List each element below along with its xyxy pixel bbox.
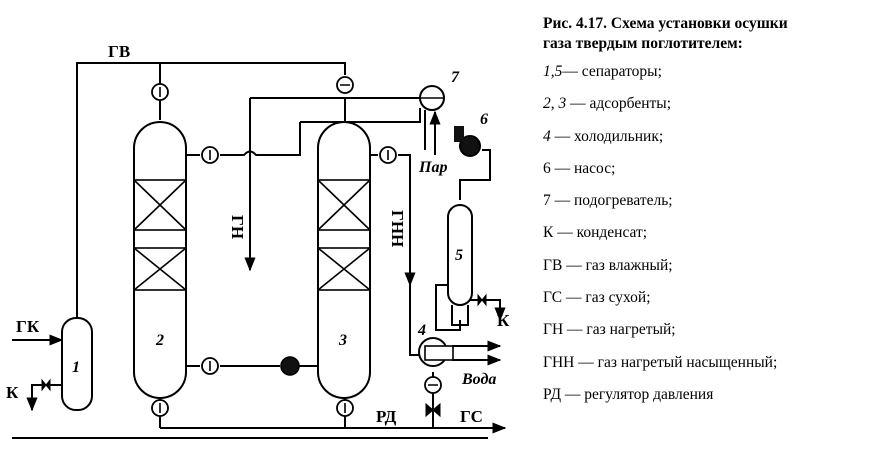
label-n5: 5 [455,247,463,264]
legend-key: ГН [543,321,564,339]
valve-rd-body [425,402,441,418]
adsorber-3 [317,121,371,399]
separator-5 [447,204,473,326]
label-n2: 2 [155,332,164,349]
legend-item: 1,5— сепараторы; [543,62,883,94]
adsorber-2 [133,121,187,399]
label-n6: 6 [480,111,488,128]
label-n1: 1 [72,359,80,376]
legend-text: конденсат; [572,224,648,242]
control-valves [41,293,487,418]
label-gnn: ГНН [388,210,407,247]
legend-key: 4 [543,127,551,145]
legend-item: 4 — холодильник; [543,127,883,159]
legend-key: ГС [543,289,563,307]
legend-item: ГС — газ сухой; [543,288,883,320]
legend-dash: — [566,95,586,113]
legend-key: ГВ [543,256,563,274]
legend-key: 6 [543,159,551,177]
label-par: Пар [418,159,447,176]
legend-dash: — [562,63,578,80]
legend-item: РД — регулятор давления [543,385,883,417]
legend-item: ГН — газ нагретый; [543,320,883,352]
figure-caption-line1: Рис. 4.17. Схема установки осушки [543,15,788,32]
heater-7 [419,85,445,111]
condensate-left [26,384,62,412]
legend-item: 6 — насос; [543,159,883,191]
legend-key: РД [543,385,562,403]
figure-caption-line2: газа твердым поглотителем: [543,35,743,52]
valve-k-left [41,378,51,392]
legend-dash: — [550,127,571,145]
label-n4: 4 [417,322,426,339]
legend-text: газ нагретый; [582,321,676,339]
legend-text: газ влажный; [581,256,673,274]
legend-item: 2, 3 — адсорбенты; [543,94,883,126]
legend-key: 1,5 [543,63,563,80]
transfer-pump [280,356,300,376]
heater-branch [300,108,421,123]
legend-key: К [543,224,554,242]
valves [151,76,442,417]
adsorber-bottom-pipes [159,398,346,428]
label-gs: ГС [460,407,483,426]
legend-item: ГНН — газ нагретый насыщенный; [543,353,883,385]
pump-6 [454,126,481,157]
label-n7: 7 [451,69,460,86]
legend-text: газ сухой; [581,289,651,307]
legend-text: газ нагретый насыщенный; [593,353,778,371]
legend-text: подогреватель; [570,192,673,210]
legend-text: насос; [570,159,616,177]
cooler-4 [418,337,454,367]
legend-text: регулятор давления [580,385,714,403]
legend-item: 7 — подогреватель; [543,191,883,223]
figure-legend: Рис. 4.17. Схема установки осушки газа т… [543,14,883,417]
legend-item: ГВ — газ влажный; [543,256,883,288]
link-line [186,122,301,156]
legend-dash: — [563,321,583,339]
sep5-top [459,149,491,200]
legend-text: сепараторы; [577,63,662,80]
label-gk: ГК [16,317,40,336]
label-k-right: К [497,311,510,330]
legend-key: ГНН [543,353,575,371]
label-gv: ГВ [108,42,130,61]
legend-dash: — [550,192,571,210]
wet-gas-line [76,62,346,318]
sep5-bottom [435,284,461,331]
label-voda: Вода [461,371,496,388]
label-n3: 3 [338,332,347,349]
legend-list: 1,5— сепараторы;2, 3 — адсорбенты;4 — хо… [543,62,883,417]
legend-dash: — [553,224,573,242]
legend-dash: — [550,159,571,177]
legend-dash: — [574,353,594,371]
legend-text: адсорбенты; [585,95,672,113]
label-gn: ГН [228,215,247,239]
steam-in [425,110,435,155]
label-k-left: К [6,383,19,402]
separator-1 [61,317,93,411]
legend-key: 2, 3 [543,95,567,113]
legend-item: К — конденсат; [543,223,883,255]
legend-key: 7 [543,192,551,210]
legend-text: холодильник; [570,127,664,145]
legend-dash: — [561,385,581,403]
legend-dash: — [562,256,582,274]
label-rd: РД [376,407,397,426]
process-flow-diagram: ГВ ГК К ГН ГНН РД ГС Пар Вода К 1 2 3 4 … [6,42,510,439]
legend-dash: — [562,289,582,307]
valve-k-right [477,293,487,307]
